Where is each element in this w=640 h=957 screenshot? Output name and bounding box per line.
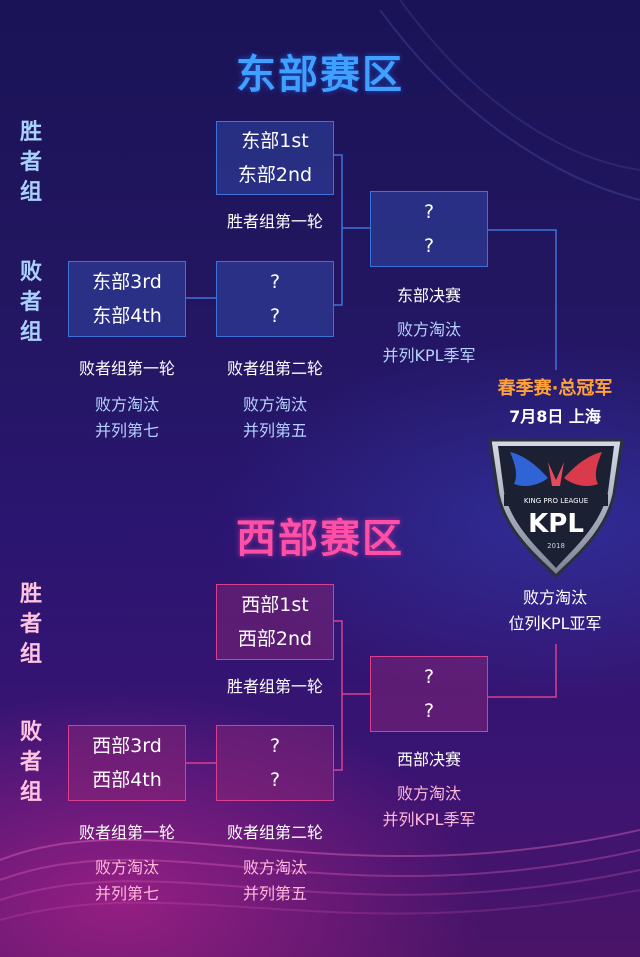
team-slot: ? bbox=[269, 735, 281, 757]
note-line: 并列KPL季军 bbox=[382, 346, 476, 365]
west-winners-round1-match: 西部1st 西部2nd bbox=[216, 584, 334, 660]
west-winners-round1-label: 胜者组第一轮 bbox=[226, 677, 323, 696]
west-losers-round2-note: 败方淘汰 并列第五 bbox=[205, 855, 345, 907]
grand-final-note: 败方淘汰 位列KPL亚军 bbox=[470, 585, 640, 637]
team-slot: 西部2nd bbox=[237, 628, 313, 650]
note-line: 并列第五 bbox=[242, 421, 307, 440]
east-losers-bracket-label: 败者组 bbox=[19, 260, 42, 345]
team-slot: 东部4th bbox=[92, 305, 162, 327]
west-losers-round1-match: 西部3rd 西部4th bbox=[68, 725, 186, 801]
note-line: 并列KPL季军 bbox=[382, 810, 476, 829]
logo-league-text: KING PRO LEAGUE bbox=[524, 497, 588, 505]
east-losers-round1-match: 东部3rd 东部4th bbox=[68, 261, 186, 337]
grand-final-date-venue: 7月8日 上海 bbox=[509, 407, 601, 426]
logo-year-text: 2018 bbox=[547, 542, 565, 550]
note-line: 并列第七 bbox=[94, 421, 159, 440]
team-slot: 东部2nd bbox=[237, 164, 313, 186]
west-losers-bracket-label: 败者组 bbox=[19, 720, 42, 805]
grand-final-title: 春季赛·总冠军 bbox=[497, 378, 613, 399]
team-slot: 东部1st bbox=[241, 130, 309, 152]
team-slot: ? bbox=[423, 700, 435, 722]
note-line: 败方淘汰 bbox=[94, 858, 159, 877]
note-line: 败方淘汰 bbox=[242, 858, 307, 877]
east-final-label: 东部决赛 bbox=[396, 286, 461, 305]
team-slot: ? bbox=[423, 666, 435, 688]
east-losers-round2-label: 败者组第二轮 bbox=[226, 359, 323, 378]
team-slot: ? bbox=[269, 271, 281, 293]
east-losers-round2-match: ? ? bbox=[216, 261, 334, 337]
note-line: 败方淘汰 bbox=[522, 588, 587, 607]
east-losers-round1-note: 败方淘汰 并列第七 bbox=[57, 392, 197, 444]
east-final-note: 败方淘汰 并列KPL季军 bbox=[359, 317, 499, 369]
note-line: 败方淘汰 bbox=[396, 320, 461, 339]
west-final-label: 西部决赛 bbox=[396, 750, 461, 769]
east-losers-round2-note: 败方淘汰 并列第五 bbox=[205, 392, 345, 444]
team-slot: 西部1st bbox=[241, 594, 309, 616]
note-line: 败方淘汰 bbox=[94, 395, 159, 414]
west-losers-round1-note: 败方淘汰 并列第七 bbox=[57, 855, 197, 907]
note-line: 败方淘汰 bbox=[396, 784, 461, 803]
west-winners-bracket-label: 胜者组 bbox=[19, 582, 42, 667]
west-final-note: 败方淘汰 并列KPL季军 bbox=[359, 781, 499, 833]
west-losers-round2-label: 败者组第二轮 bbox=[226, 823, 323, 842]
note-line: 位列KPL亚军 bbox=[508, 614, 602, 633]
east-losers-round1-label: 败者组第一轮 bbox=[78, 359, 175, 378]
note-line: 并列第五 bbox=[242, 884, 307, 903]
logo-main-text: KPL bbox=[528, 509, 584, 539]
west-final-match: ? ? bbox=[370, 656, 488, 732]
team-slot: ? bbox=[269, 769, 281, 791]
team-slot: 西部3rd bbox=[92, 735, 162, 757]
kpl-logo: KING PRO LEAGUE KPL 2018 bbox=[488, 438, 624, 578]
east-winners-round1-label: 胜者组第一轮 bbox=[226, 212, 323, 231]
west-region-title: 西部赛区 bbox=[236, 516, 404, 562]
team-slot: ? bbox=[423, 201, 435, 223]
east-region-title: 东部赛区 bbox=[236, 52, 404, 98]
team-slot: ? bbox=[423, 235, 435, 257]
team-slot: 东部3rd bbox=[92, 271, 162, 293]
east-winners-round1-match: 东部1st 东部2nd bbox=[216, 121, 334, 195]
east-winners-bracket-label: 胜者组 bbox=[19, 120, 42, 205]
team-slot: 西部4th bbox=[92, 769, 162, 791]
team-slot: ? bbox=[269, 305, 281, 327]
west-losers-round2-match: ? ? bbox=[216, 725, 334, 801]
east-final-match: ? ? bbox=[370, 191, 488, 267]
note-line: 败方淘汰 bbox=[242, 395, 307, 414]
note-line: 并列第七 bbox=[94, 884, 159, 903]
west-losers-round1-label: 败者组第一轮 bbox=[78, 823, 175, 842]
